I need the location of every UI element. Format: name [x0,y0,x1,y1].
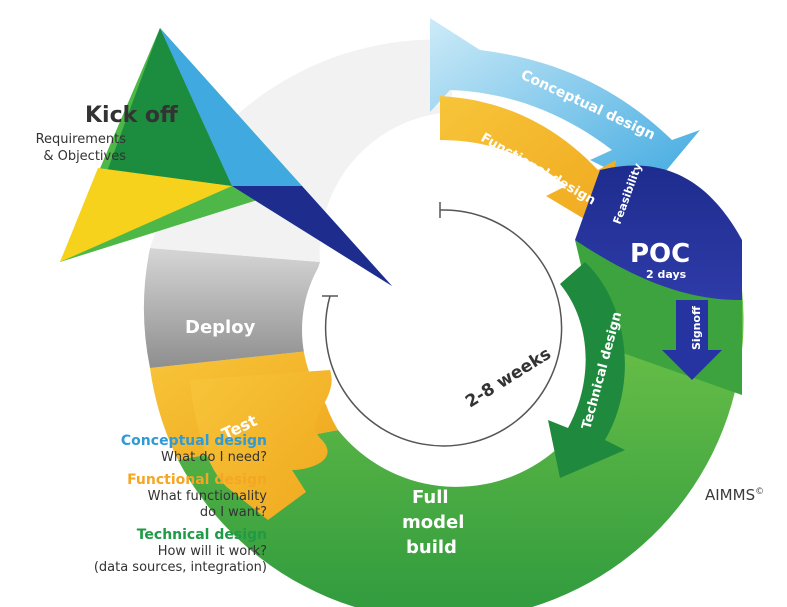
label-poc: POC [630,239,690,269]
ring-gray-segment [143,248,320,368]
legend-functional-desc-1: What functionality [147,489,267,504]
legend-functional-title: Functional design [127,472,267,488]
ring-green-segment [178,240,744,607]
cycle-duration-arc [324,209,563,447]
label-full-model-line2: model [402,512,464,533]
kickoff-subtitle-line2: & Objectives [43,149,126,164]
arrow-signoff [662,300,722,380]
aimms-credit: AIMMS© [705,486,764,504]
copyright-mark: © [755,487,765,497]
label-poc-duration: 2 days [646,268,687,281]
legend-technical-desc-1: How will it work? [157,544,267,559]
phase-legend: Conceptual design What do I need? Functi… [94,433,267,576]
legend-technical-desc-2: (data sources, integration) [93,560,267,575]
poc-block [575,165,742,300]
legend-conceptual-title: Conceptual design [120,433,267,449]
kickoff-triangle-yellow [60,168,232,262]
arrow-test [190,370,332,520]
kickoff-subtitle-line1: Requirements [35,132,126,147]
kickoff-triangle-navy [232,186,392,286]
kickoff-subtitle: Requirements & Objectives [8,131,126,165]
label-signoff: Signoff [690,306,703,350]
label-full-model-line3: build [406,537,457,558]
arrow-technical-design [548,262,625,478]
kickoff-triangle-darkgreen [98,28,232,196]
label-deploy: Deploy [185,317,256,338]
arrow-functional-design [440,96,616,232]
legend-technical-title: Technical design [136,527,267,543]
aimms-brand: AIMMS [705,486,756,504]
legend-conceptual-desc: What do I need? [161,450,267,465]
label-full-model-line1: Full [412,487,449,508]
arrow-conceptual-design [430,18,700,190]
kickoff-title: Kick off [85,103,178,128]
legend-functional-desc-2: do I want? [199,505,267,520]
